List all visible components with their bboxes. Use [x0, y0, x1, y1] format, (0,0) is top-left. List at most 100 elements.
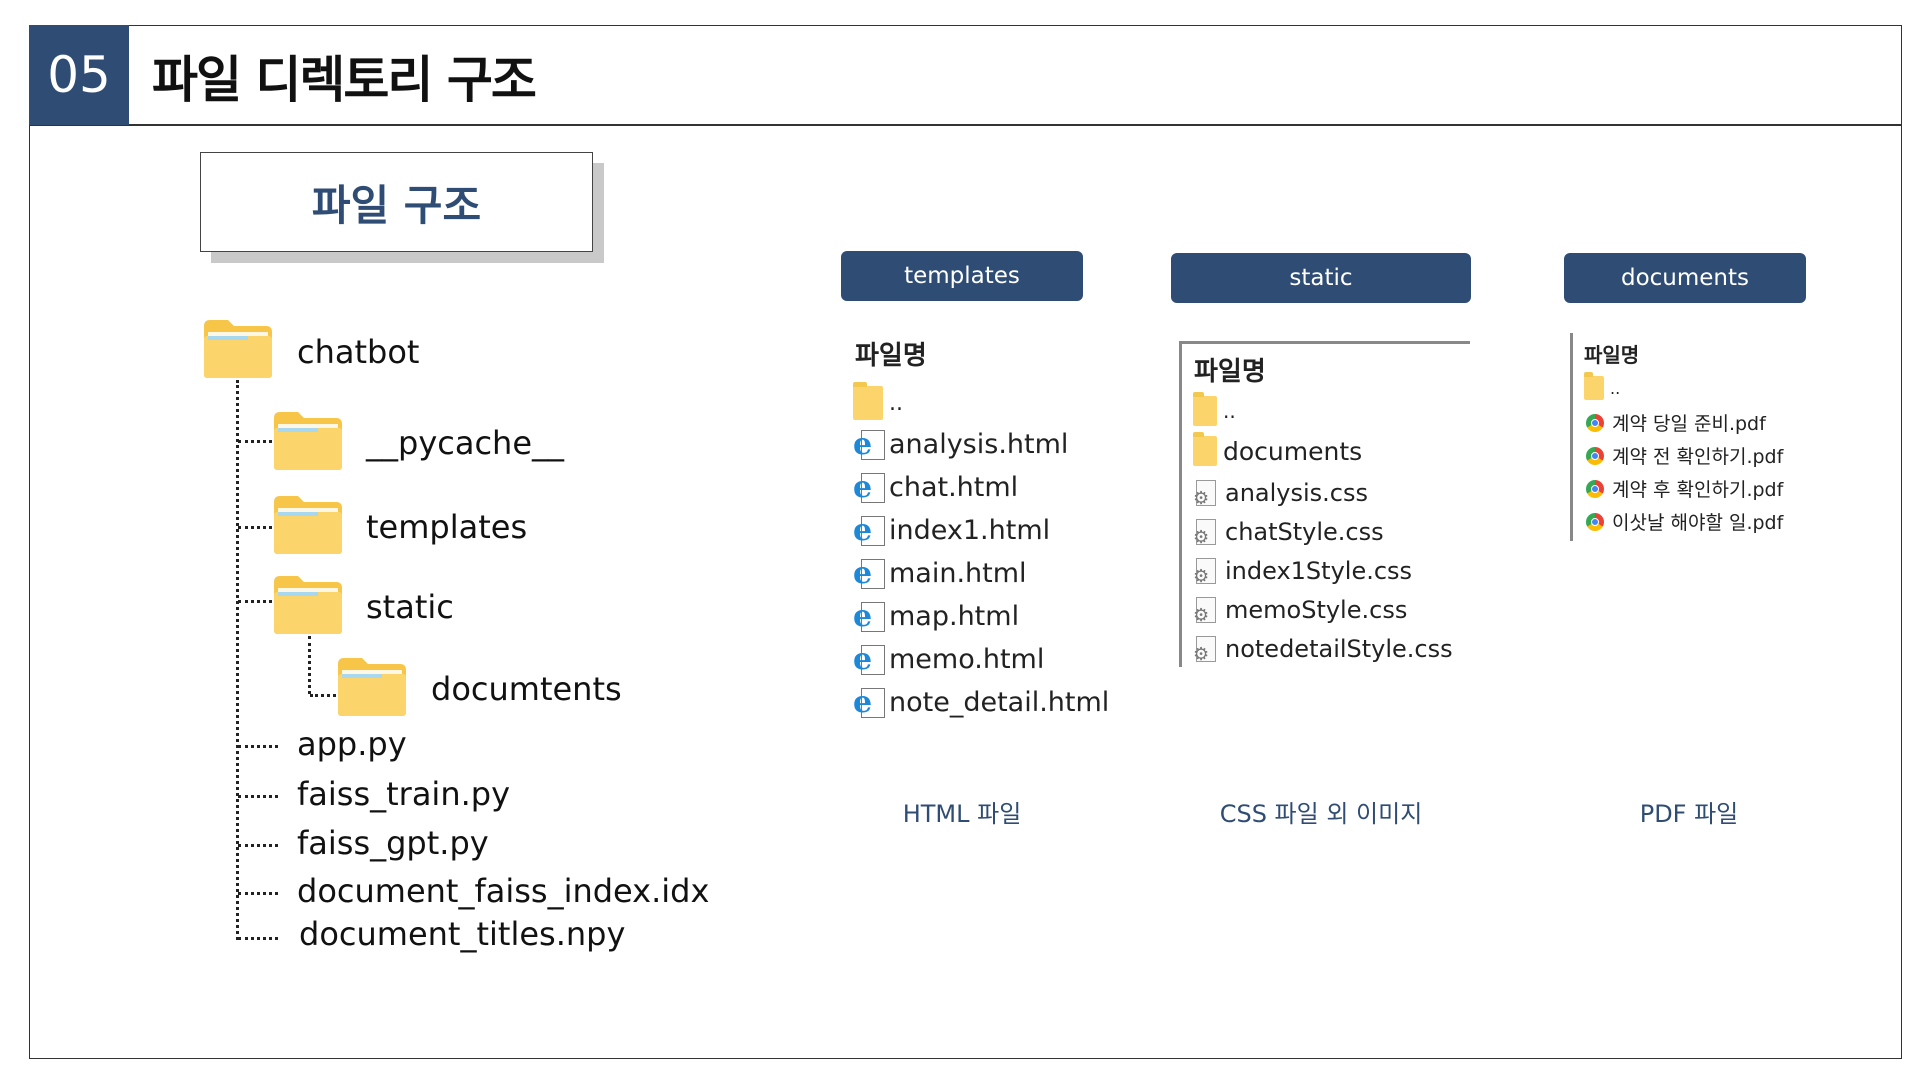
slide-frame [29, 25, 1902, 1059]
folder-icon[interactable] [336, 654, 408, 718]
tree-folder-templates[interactable]: templates [366, 508, 528, 546]
folder-icon [1584, 372, 1604, 400]
folder-icon[interactable] [272, 572, 344, 636]
folder-icon[interactable] [202, 316, 274, 380]
templates-label: templates [841, 251, 1083, 301]
tree-branch [238, 892, 278, 895]
file-name: map.html [889, 601, 1020, 632]
tree-root-chatbot[interactable]: chatbot [297, 333, 420, 371]
tree-branch [238, 844, 278, 847]
css-file-icon: ⚙ [1193, 480, 1217, 509]
tree-file-faiss-index[interactable]: document_faiss_index.idx [297, 872, 710, 910]
static-label: static [1171, 253, 1471, 303]
css-file-icon: ⚙ [1193, 519, 1217, 548]
tree-branch [238, 745, 278, 748]
css-file-row[interactable]: ⚙ chatStyle.css [1193, 518, 1384, 548]
folder-icon[interactable] [272, 492, 344, 556]
file-name: index1Style.css [1225, 557, 1413, 585]
templates-parent-row[interactable]: .. [853, 382, 903, 420]
css-file-icon: ⚙ [1193, 636, 1217, 665]
documents-parent-row[interactable]: .. [1584, 372, 1621, 400]
folder-icon[interactable] [272, 408, 344, 472]
folder-icon [853, 382, 883, 420]
file-name: chat.html [889, 472, 1019, 503]
chrome-pdf-icon [1586, 479, 1604, 498]
parent-dir-label: .. [1610, 378, 1621, 398]
ie-html-icon: e [853, 687, 885, 718]
css-file-icon: ⚙ [1193, 558, 1217, 587]
static-caption: CSS 파일 외 이미지 [1219, 800, 1423, 828]
tree-branch [310, 694, 336, 697]
tree-branch [238, 937, 278, 940]
pdf-file-row[interactable]: 계약 후 확인하기.pdf [1586, 475, 1783, 502]
pdf-file-row[interactable]: 계약 당일 준비.pdf [1586, 409, 1766, 436]
static-parent-row[interactable]: .. [1193, 392, 1236, 426]
file-name: 이삿날 해야할 일.pdf [1612, 512, 1784, 534]
documents-list-left-border [1570, 333, 1573, 541]
css-file-row[interactable]: ⚙ memoStyle.css [1193, 596, 1408, 626]
structure-title: 파일 구조 [311, 180, 482, 230]
file-name: chatStyle.css [1225, 518, 1384, 546]
tree-branch [238, 600, 272, 603]
page-title: 파일 디렉토리 구조 [152, 51, 537, 109]
file-name: notedetailStyle.css [1225, 635, 1453, 663]
tree-branch [238, 526, 272, 529]
file-name: memo.html [889, 644, 1045, 675]
tree-file-app[interactable]: app.py [297, 725, 407, 763]
file-name: analysis.css [1225, 479, 1369, 507]
ie-html-icon: e [853, 429, 885, 460]
static-list-top-border [1179, 341, 1470, 344]
folder-icon [1193, 392, 1217, 426]
tree-branch [238, 795, 278, 798]
templates-caption: HTML 파일 [902, 800, 1022, 828]
ie-html-icon: e [853, 515, 885, 546]
structure-title-box: 파일 구조 [200, 152, 593, 252]
chrome-pdf-icon [1586, 413, 1604, 432]
file-name: note_detail.html [889, 687, 1110, 718]
header-divider [29, 124, 1902, 126]
tree-file-titles[interactable]: document_titles.npy [299, 915, 626, 953]
file-name: 계약 전 확인하기.pdf [1612, 446, 1784, 468]
pdf-file-row[interactable]: 계약 전 확인하기.pdf [1586, 442, 1783, 469]
static-list-left-border [1179, 341, 1182, 667]
css-file-row[interactable]: ⚙ analysis.css [1193, 479, 1369, 509]
pdf-file-row[interactable]: 이삿날 해야할 일.pdf [1586, 508, 1783, 535]
tree-trunk-line [236, 380, 239, 940]
tree-file-faiss-gpt[interactable]: faiss_gpt.py [297, 824, 489, 862]
static-folder-label: documents [1223, 436, 1363, 466]
parent-dir-label: .. [889, 390, 903, 416]
parent-dir-label: .. [1223, 399, 1236, 423]
documents-label: documents [1564, 253, 1806, 303]
static-list-header: 파일명 [1194, 357, 1266, 387]
tree-folder-pycache[interactable]: __pycache__ [366, 424, 565, 462]
tree-folder-documtents[interactable]: documtents [431, 670, 622, 708]
tree-sub-line [308, 636, 311, 694]
tree-file-faiss-train[interactable]: faiss_train.py [297, 775, 511, 813]
tree-branch [238, 440, 272, 443]
chrome-pdf-icon [1586, 512, 1604, 531]
static-folder-row[interactable]: documents [1193, 432, 1363, 466]
templates-list-header: 파일명 [855, 341, 927, 371]
file-name: 계약 당일 준비.pdf [1612, 413, 1766, 435]
file-name: index1.html [889, 515, 1051, 546]
ie-html-icon: e [853, 644, 885, 675]
tree-folder-static[interactable]: static [366, 588, 454, 626]
ie-html-icon: e [853, 601, 885, 632]
ie-html-icon: e [853, 558, 885, 589]
ie-html-icon: e [853, 472, 885, 503]
css-file-icon: ⚙ [1193, 597, 1217, 626]
css-file-row[interactable]: ⚙ notedetailStyle.css [1193, 635, 1453, 665]
section-number: 05 [29, 25, 129, 125]
chrome-pdf-icon [1586, 446, 1604, 465]
file-name: main.html [889, 558, 1027, 589]
file-name: 계약 후 확인하기.pdf [1612, 479, 1784, 501]
css-file-row[interactable]: ⚙ index1Style.css [1193, 557, 1413, 587]
file-name: memoStyle.css [1225, 596, 1408, 624]
